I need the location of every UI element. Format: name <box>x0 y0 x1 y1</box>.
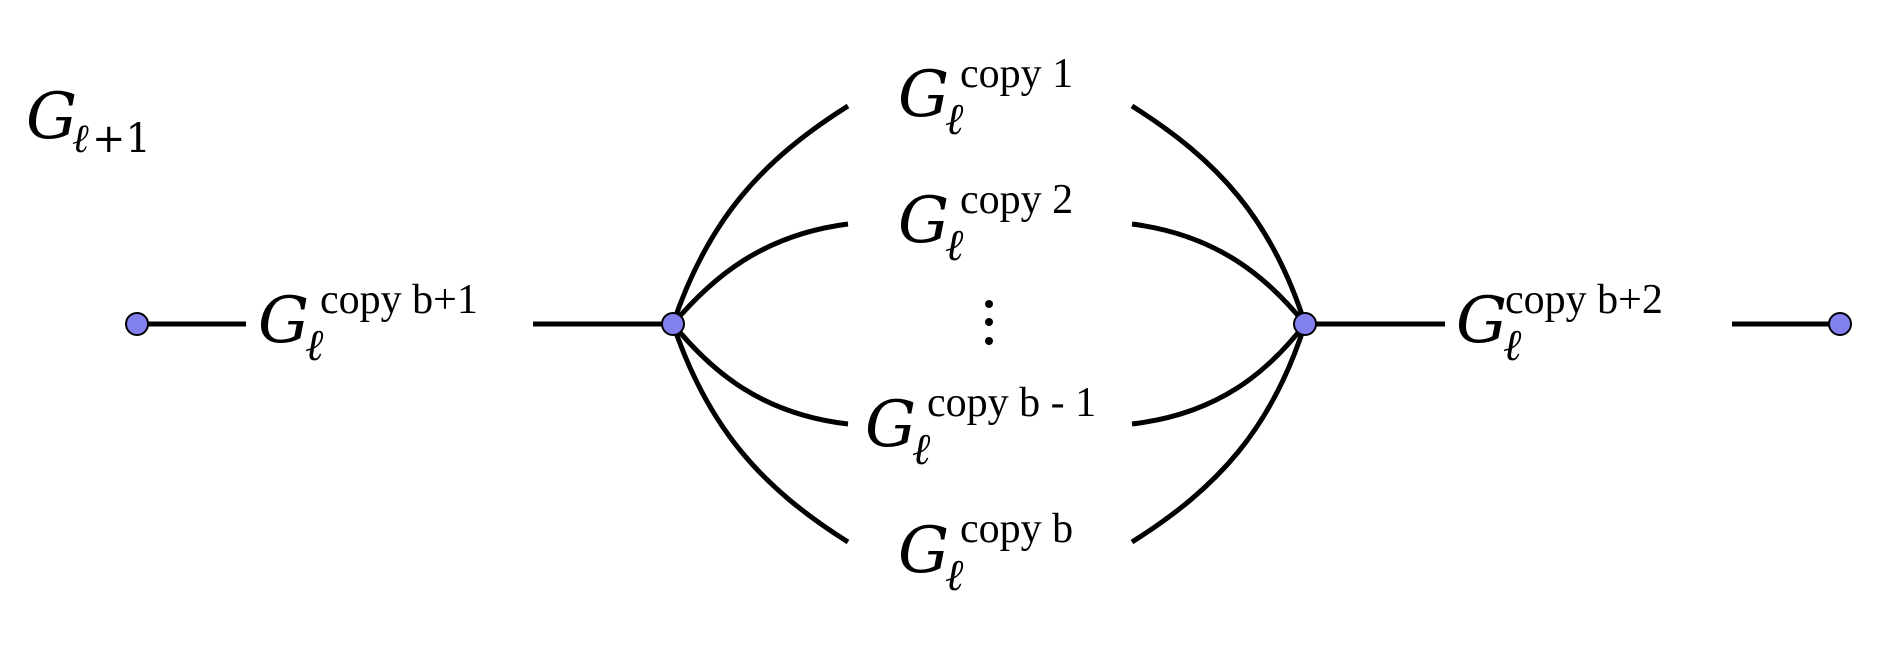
title-base: G <box>26 80 77 154</box>
label-right-outer-subscript: ℓ <box>1503 320 1522 371</box>
label-copy-2-superscript: copy 2 <box>960 177 1073 223</box>
label-copy-b-minus-1-subscript: ℓ <box>912 424 931 475</box>
label-copy-b: G ℓ copy b <box>898 506 1073 601</box>
ellipsis-dot-2 <box>985 318 993 326</box>
vertex-right-hub <box>1293 312 1317 336</box>
label-right-outer-superscript: copy b+2 <box>1505 277 1663 323</box>
edge-copy-2-right <box>1131 221 1307 326</box>
vertex-left-hub <box>661 312 685 336</box>
label-right-outer-base: G <box>1456 284 1507 358</box>
title-subscript-ell: ℓ <box>72 116 89 162</box>
edge-copy-1-right <box>1130 103 1308 325</box>
label-left-outer: G ℓ copy b+1 <box>258 277 478 371</box>
label-left-outer-subscript: ℓ <box>305 320 324 371</box>
ellipsis-dot-3 <box>985 337 993 345</box>
title-subscript-rest: +1 <box>92 116 151 162</box>
label-copy-b-minus-1-base: G <box>865 388 916 462</box>
edge-copy-2-left <box>671 221 849 326</box>
label-copy-1-base: G <box>898 58 949 132</box>
label-copy-b-subscript: ℓ <box>945 550 964 601</box>
label-copy-b-minus-1: G ℓ copy b - 1 <box>865 380 1096 475</box>
label-copy-2-subscript: ℓ <box>945 220 964 271</box>
label-copy-2-base: G <box>898 184 949 258</box>
label-copy-b-superscript: copy b <box>960 506 1073 552</box>
label-copy-1-superscript: copy 1 <box>960 51 1073 97</box>
label-copy-2: G ℓ copy 2 <box>898 177 1073 271</box>
edge-copy-b-right <box>1130 323 1308 545</box>
vertical-ellipsis <box>985 300 993 345</box>
edge-copy-b-minus-1-left <box>671 322 849 427</box>
label-copy-1-subscript: ℓ <box>945 94 964 145</box>
edge-copy-b-minus-1-right <box>1131 322 1307 427</box>
vertex-left-end <box>125 312 149 336</box>
edge-copy-b-left <box>670 323 850 545</box>
edge-copy-1-left <box>670 103 850 325</box>
graph-title: G ℓ +1 <box>26 80 151 162</box>
label-left-outer-superscript: copy b+1 <box>320 277 478 323</box>
label-copy-1: G ℓ copy 1 <box>898 51 1073 145</box>
ellipsis-dot-1 <box>985 300 993 308</box>
label-copy-b-minus-1-superscript: copy b - 1 <box>927 380 1096 426</box>
label-right-outer: G ℓ copy b+2 <box>1456 277 1663 371</box>
label-left-outer-base: G <box>258 284 309 358</box>
vertex-right-end <box>1828 312 1852 336</box>
label-copy-b-base: G <box>898 514 949 588</box>
